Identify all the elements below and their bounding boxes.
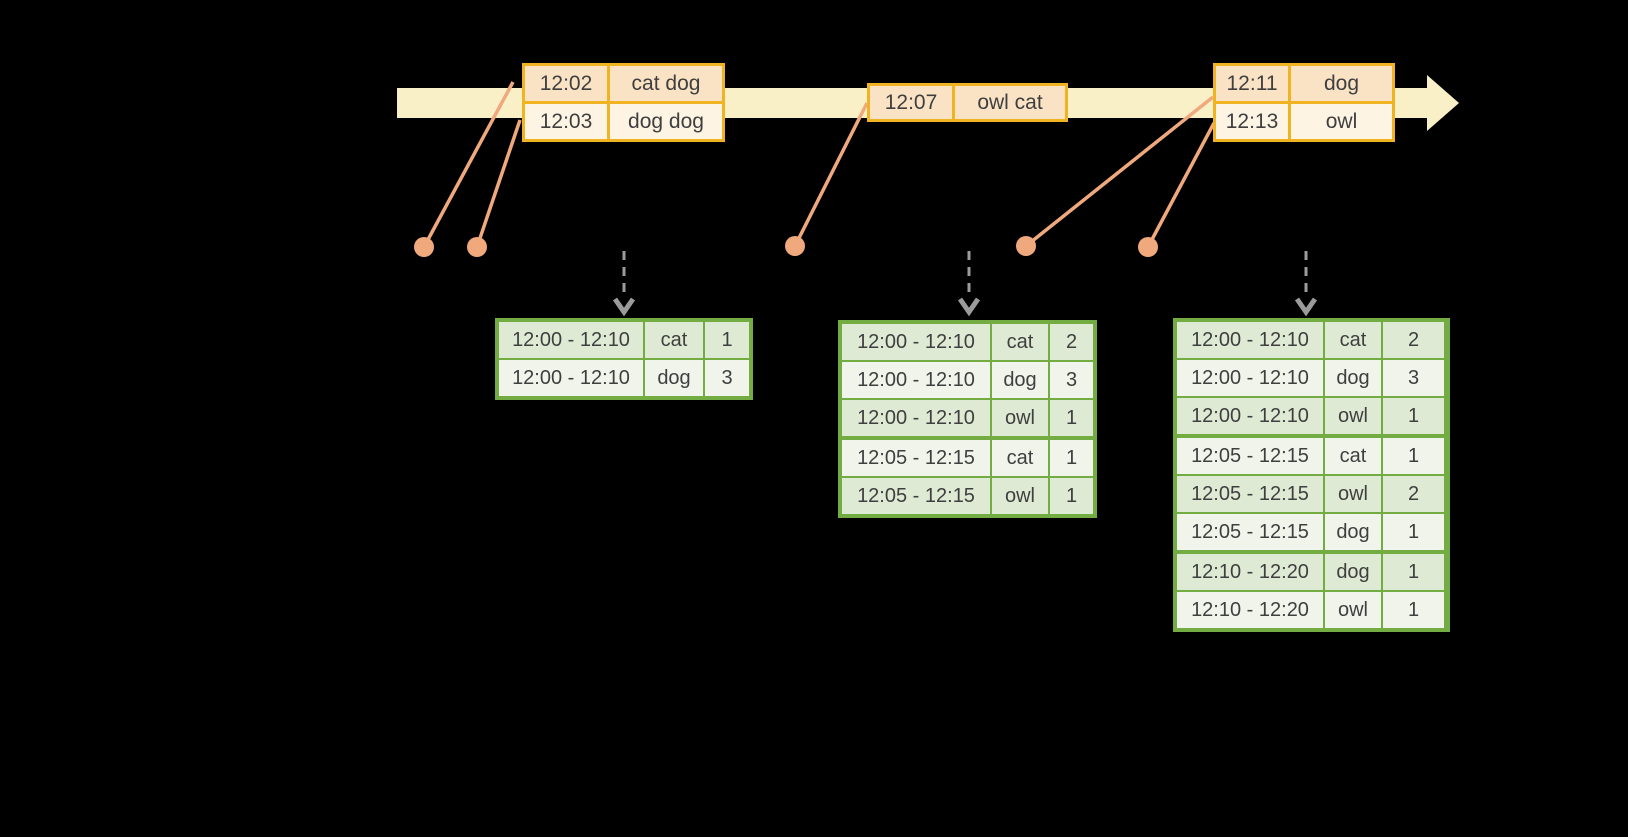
window-cell: 12:00 - 12:10 — [499, 360, 643, 396]
count-cell: 1 — [705, 322, 749, 358]
event-time-cell: 12:02 — [525, 66, 607, 101]
trigger-arrowhead-icon — [612, 297, 636, 317]
count-cell: 3 — [705, 360, 749, 396]
word-cell: dog — [1325, 554, 1381, 590]
event-time-cell: 12:07 — [870, 86, 952, 119]
window-cell: 12:00 - 12:10 — [499, 322, 643, 358]
event-connector-line — [422, 81, 515, 248]
event-words-cell: dog — [1291, 66, 1392, 101]
result-table-2: 12:00 - 12:10 cat 2 12:00 - 12:10 dog 3 … — [838, 320, 1097, 518]
window-group: 12:10 - 12:20 dog 1 12:10 - 12:20 owl 1 — [1177, 554, 1446, 628]
event-words-cell: owl cat — [955, 86, 1065, 119]
window-group: 12:00 - 12:10 cat 1 12:00 - 12:10 dog 3 — [499, 322, 749, 396]
count-cell: 3 — [1383, 360, 1444, 396]
word-cell: owl — [1325, 592, 1381, 628]
trigger-arrowhead-icon — [957, 297, 981, 317]
window-cell: 12:05 - 12:15 — [842, 478, 990, 514]
event-time-cell: 12:03 — [525, 104, 607, 139]
word-cell: owl — [1325, 398, 1381, 434]
word-cell: dog — [645, 360, 703, 396]
event-time-cell: 12:11 — [1216, 66, 1288, 101]
count-cell: 2 — [1050, 324, 1093, 360]
window-cell: 12:00 - 12:10 — [842, 400, 990, 436]
window-cell: 12:00 - 12:10 — [842, 362, 990, 398]
word-cell: cat — [992, 440, 1048, 476]
count-cell: 2 — [1383, 322, 1444, 358]
word-cell: cat — [1325, 438, 1381, 474]
event-time-cell: 12:13 — [1216, 104, 1288, 139]
window-cell: 12:05 - 12:15 — [842, 440, 990, 476]
event-marker-dot — [467, 237, 487, 257]
event-box-2: 12:07 owl cat — [867, 83, 1068, 122]
event-marker-dot — [1016, 236, 1036, 256]
event-words-cell: cat dog — [610, 66, 722, 101]
result-table-3: 12:00 - 12:10 cat 2 12:00 - 12:10 dog 3 … — [1173, 318, 1450, 632]
event-box-1: 12:02 cat dog 12:03 dog dog — [522, 63, 725, 142]
window-cell: 12:10 - 12:20 — [1177, 554, 1323, 590]
event-words-cell: dog dog — [610, 104, 722, 139]
event-marker-dot — [1138, 237, 1158, 257]
window-group: 12:05 - 12:15 cat 1 12:05 - 12:15 owl 2 … — [1177, 438, 1446, 550]
count-cell: 1 — [1383, 398, 1444, 434]
result-table-1: 12:00 - 12:10 cat 1 12:00 - 12:10 dog 3 — [495, 318, 753, 400]
event-box-3: 12:11 dog 12:13 owl — [1213, 63, 1395, 142]
window-cell: 12:00 - 12:10 — [1177, 322, 1323, 358]
word-cell: cat — [1325, 322, 1381, 358]
event-connector-line — [475, 119, 522, 248]
window-cell: 12:00 - 12:10 — [1177, 360, 1323, 396]
word-cell: cat — [645, 322, 703, 358]
window-cell: 12:05 - 12:15 — [1177, 438, 1323, 474]
count-cell: 1 — [1050, 440, 1093, 476]
window-cell: 12:05 - 12:15 — [1177, 514, 1323, 550]
window-group: 12:00 - 12:10 cat 2 12:00 - 12:10 dog 3 … — [1177, 322, 1446, 434]
count-cell: 1 — [1383, 592, 1444, 628]
trigger-arrows — [612, 251, 1318, 317]
word-cell: owl — [992, 400, 1048, 436]
word-cell: dog — [1325, 514, 1381, 550]
window-cell: 12:05 - 12:15 — [1177, 476, 1323, 512]
word-cell: owl — [992, 478, 1048, 514]
event-connector-line — [793, 102, 869, 247]
window-cell: 12:10 - 12:20 — [1177, 592, 1323, 628]
event-words-cell: owl — [1291, 104, 1392, 139]
window-group: 12:05 - 12:15 cat 1 12:05 - 12:15 owl 1 — [842, 440, 1093, 514]
window-group: 12:00 - 12:10 cat 2 12:00 - 12:10 dog 3 … — [842, 324, 1093, 436]
event-marker-dots — [414, 236, 1158, 257]
count-cell: 1 — [1383, 438, 1444, 474]
event-marker-dot — [785, 236, 805, 256]
word-cell: dog — [1325, 360, 1381, 396]
word-cell: owl — [1325, 476, 1381, 512]
trigger-arrowhead-icon — [1294, 297, 1318, 317]
count-cell: 1 — [1383, 514, 1444, 550]
count-cell: 1 — [1050, 400, 1093, 436]
window-cell: 12:00 - 12:10 — [1177, 398, 1323, 434]
window-cell: 12:00 - 12:10 — [842, 324, 990, 360]
timeline-arrowhead-icon — [1427, 75, 1459, 131]
count-cell: 3 — [1050, 362, 1093, 398]
count-cell: 1 — [1050, 478, 1093, 514]
count-cell: 2 — [1383, 476, 1444, 512]
event-marker-dot — [414, 237, 434, 257]
count-cell: 1 — [1383, 554, 1444, 590]
word-cell: dog — [992, 362, 1048, 398]
word-cell: cat — [992, 324, 1048, 360]
event-connector-line — [1146, 122, 1216, 248]
